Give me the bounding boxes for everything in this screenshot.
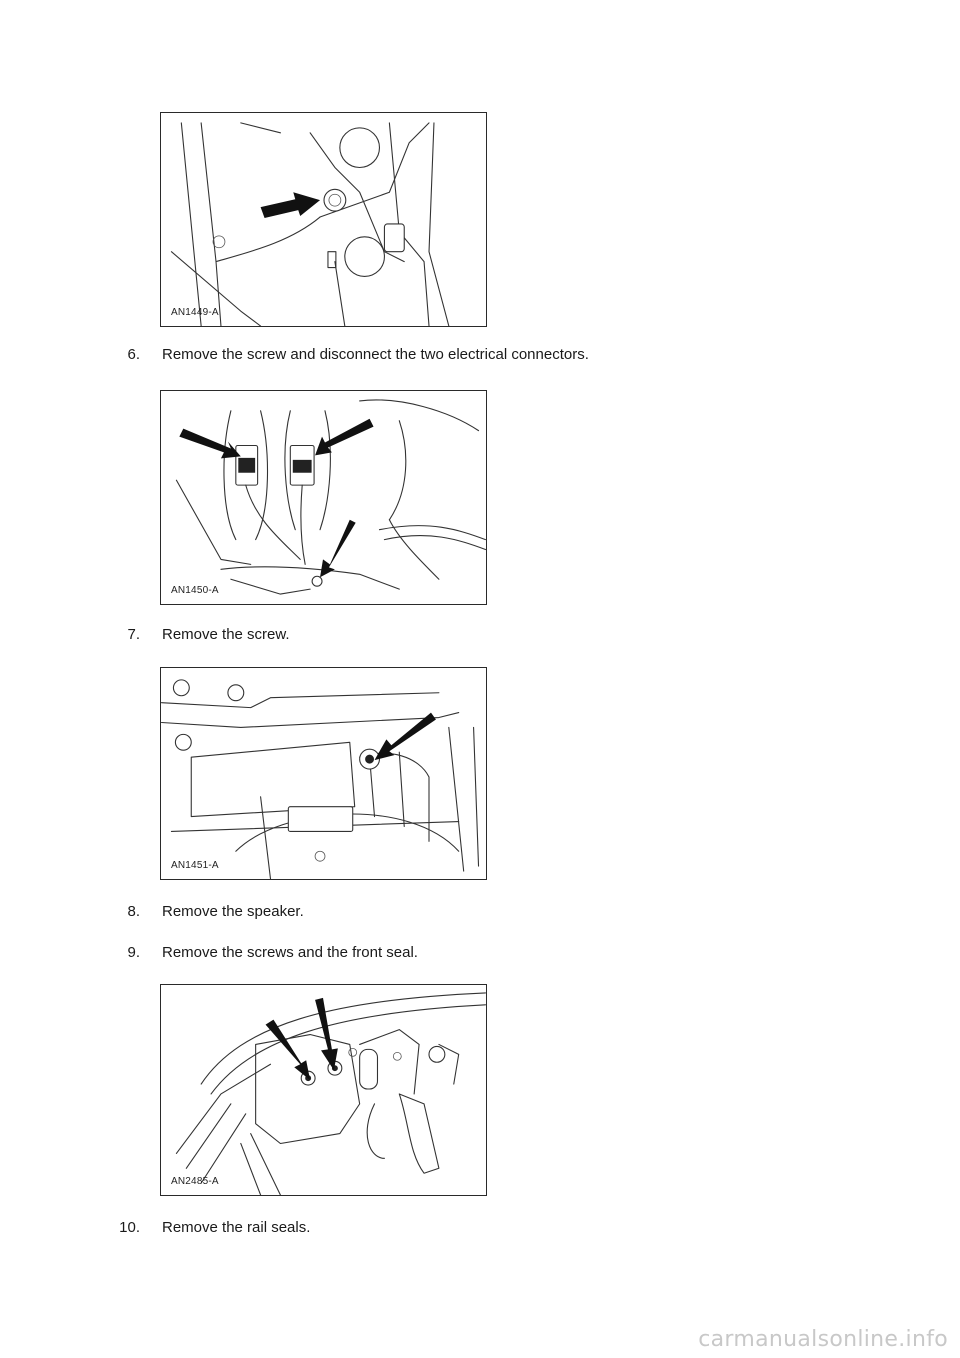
step-number: 9.: [127, 944, 140, 961]
figure-an2485: AN2485-A: [160, 984, 487, 1196]
illustration-bolt-bracket: [170, 122, 450, 326]
step-number: 10.: [119, 1219, 140, 1236]
figure-code: AN1451-A: [171, 860, 219, 871]
step-text: Remove the screws and the front seal.: [162, 944, 418, 961]
figure-code: AN1449-A: [171, 307, 219, 318]
step-text: Remove the screw.: [162, 626, 290, 643]
watermark: carmanualsonline.info: [698, 1327, 948, 1352]
step-number: 7.: [127, 626, 140, 643]
step-text: Remove the speaker.: [162, 903, 304, 920]
illustration-electrical-connectors: [175, 399, 486, 595]
figure-an1450: AN1450-A: [160, 390, 487, 605]
step-text: Remove the screw and disconnect the two …: [162, 346, 589, 363]
illustration-front-seal: [175, 992, 486, 1195]
figure-an1451: AN1451-A: [160, 667, 487, 880]
figure-code: AN1450-A: [171, 585, 219, 596]
figure-an1449: AN1449-A: [160, 112, 487, 327]
step-text: Remove the rail seals.: [162, 1219, 311, 1236]
illustration-speaker-screw: [161, 679, 480, 879]
step-number: 6.: [127, 346, 140, 363]
figure-code: AN2485-A: [171, 1176, 219, 1187]
step-number: 8.: [127, 903, 140, 920]
